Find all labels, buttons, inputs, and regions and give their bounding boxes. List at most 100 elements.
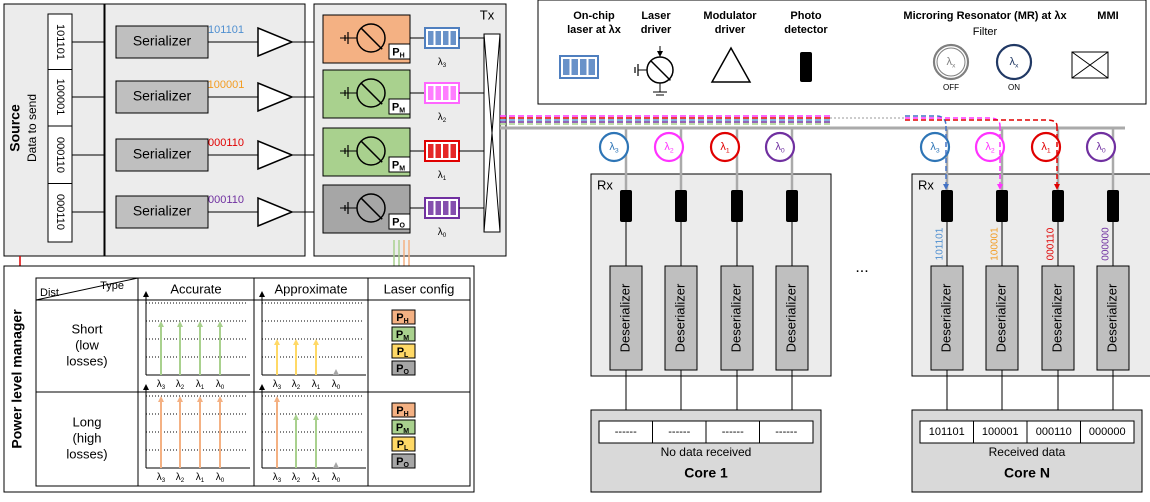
power-level-box bbox=[391, 343, 416, 359]
serializer-block bbox=[115, 138, 209, 172]
ring-circle bbox=[995, 43, 1033, 81]
rx-label: Rx bbox=[918, 177, 934, 192]
microring-icon: λ2 bbox=[974, 131, 1006, 163]
header-approximate: Approximate bbox=[275, 281, 348, 296]
source-word: 100001 bbox=[54, 79, 66, 116]
mmi-icon-cross bbox=[1071, 51, 1109, 79]
plot-axis-label: λ3 bbox=[157, 472, 166, 484]
serializer-label: Serializer bbox=[133, 203, 192, 219]
laser-cell bbox=[450, 86, 456, 100]
legend-laser: laser at λx bbox=[567, 24, 622, 36]
source-buffer bbox=[47, 13, 73, 243]
ring-circle bbox=[919, 131, 951, 163]
deserializer-block bbox=[720, 265, 754, 371]
power-level-box bbox=[391, 436, 416, 452]
core-cell: ------ bbox=[615, 426, 637, 438]
modulator-driver-icon bbox=[257, 196, 294, 228]
plot-bar-head bbox=[313, 339, 319, 345]
plot-bar-head bbox=[293, 414, 299, 420]
source-title: Source bbox=[7, 104, 23, 152]
tx-wavelength: λ3 bbox=[438, 57, 447, 69]
ellipsis: ... bbox=[855, 259, 868, 276]
plot-bar-head bbox=[217, 396, 223, 402]
photodetector bbox=[941, 190, 953, 222]
header-dist: Dist bbox=[40, 287, 59, 299]
tx-wavelength: λ1 bbox=[438, 170, 447, 182]
plot-bar-head bbox=[313, 414, 319, 420]
laser-cell bbox=[563, 59, 570, 75]
core-cell: 101101 bbox=[929, 426, 965, 438]
routed-signal bbox=[905, 117, 1001, 127]
laser-cell bbox=[443, 144, 449, 158]
plot-bar-head bbox=[293, 339, 299, 345]
power-level-box bbox=[391, 360, 416, 376]
power-level-box bbox=[388, 98, 411, 115]
laser-cell bbox=[580, 59, 587, 75]
core-caption: No data received bbox=[661, 445, 752, 459]
microring-icon: λ1 bbox=[1030, 131, 1062, 163]
header-type: Type bbox=[100, 280, 124, 292]
plot-axis-label: λ3 bbox=[273, 472, 282, 484]
legend-mmi: MMI bbox=[1097, 10, 1118, 22]
source-word: 000110 bbox=[54, 137, 66, 173]
plot-axis-label: λ3 bbox=[273, 379, 282, 391]
ring-circle bbox=[653, 131, 685, 163]
core-name: Core 1 bbox=[684, 465, 728, 481]
ring-circle bbox=[764, 131, 796, 163]
core-cell: 000000 bbox=[1089, 426, 1126, 438]
microring-icon: λ3 bbox=[919, 131, 951, 163]
modulator-driver-icon bbox=[257, 26, 294, 58]
deserializer-label: Deserializer bbox=[1049, 283, 1064, 352]
deserializer-block bbox=[1041, 265, 1075, 371]
source-word: 000110 bbox=[54, 194, 66, 230]
ring-circle bbox=[974, 131, 1006, 163]
ring-wavelength: λ0 bbox=[775, 141, 785, 154]
legend-mr: Microring Resonator (MR) at λx bbox=[903, 10, 1067, 22]
power-level-box bbox=[391, 419, 416, 435]
ring-wavelength: λ3 bbox=[609, 141, 619, 154]
photodetector bbox=[731, 190, 743, 222]
header-laser-config: Laser config bbox=[384, 281, 455, 296]
tx-wavelength: λ2 bbox=[438, 112, 447, 124]
power-level-label: PM bbox=[392, 101, 405, 114]
photodetector bbox=[1052, 190, 1064, 222]
serializer-block bbox=[115, 195, 209, 229]
ring-circle bbox=[1030, 131, 1062, 163]
row-label: losses) bbox=[66, 353, 107, 368]
laser-cell bbox=[428, 31, 434, 45]
driver-slash bbox=[650, 60, 671, 81]
arrow-head-icon bbox=[657, 51, 663, 57]
serializer-code: 101101 bbox=[208, 24, 244, 36]
plot-bar-head bbox=[333, 369, 339, 375]
deserializer-label: Deserializer bbox=[728, 283, 743, 352]
plot-bar-head bbox=[274, 396, 280, 402]
deserializer-block bbox=[1096, 265, 1130, 371]
plot-bar-head bbox=[158, 321, 164, 327]
microring-icon: λ0 bbox=[1085, 131, 1117, 163]
plot-axis-label: λ3 bbox=[157, 379, 166, 391]
driver-slash bbox=[360, 140, 383, 163]
rx-code: 000110 bbox=[1046, 227, 1057, 260]
plot-axis-label: λ2 bbox=[292, 379, 301, 391]
row-label: (high bbox=[73, 430, 102, 445]
core-name: Core N bbox=[1004, 465, 1050, 481]
plot-bar-head bbox=[177, 396, 183, 402]
microring-icon: λ0 bbox=[764, 131, 796, 163]
power-level-label: PH bbox=[392, 46, 404, 59]
photodetector bbox=[675, 190, 687, 222]
rx-code: 000000 bbox=[1101, 227, 1112, 261]
legend-modulator: Modulator bbox=[703, 10, 757, 22]
plot-axis-label: λ2 bbox=[292, 472, 301, 484]
plot-bar-head bbox=[177, 321, 183, 327]
plot-bar-head bbox=[333, 462, 339, 468]
laser-cell bbox=[571, 59, 578, 75]
ring-circle bbox=[1085, 131, 1117, 163]
photodetector bbox=[1107, 190, 1119, 222]
power-level-box bbox=[391, 309, 416, 325]
legend-filter: Filter bbox=[973, 26, 998, 38]
plot-axis-label: λ0 bbox=[216, 472, 225, 484]
legend-panel bbox=[537, 0, 1147, 105]
ring-wavelength: λ2 bbox=[985, 141, 995, 154]
